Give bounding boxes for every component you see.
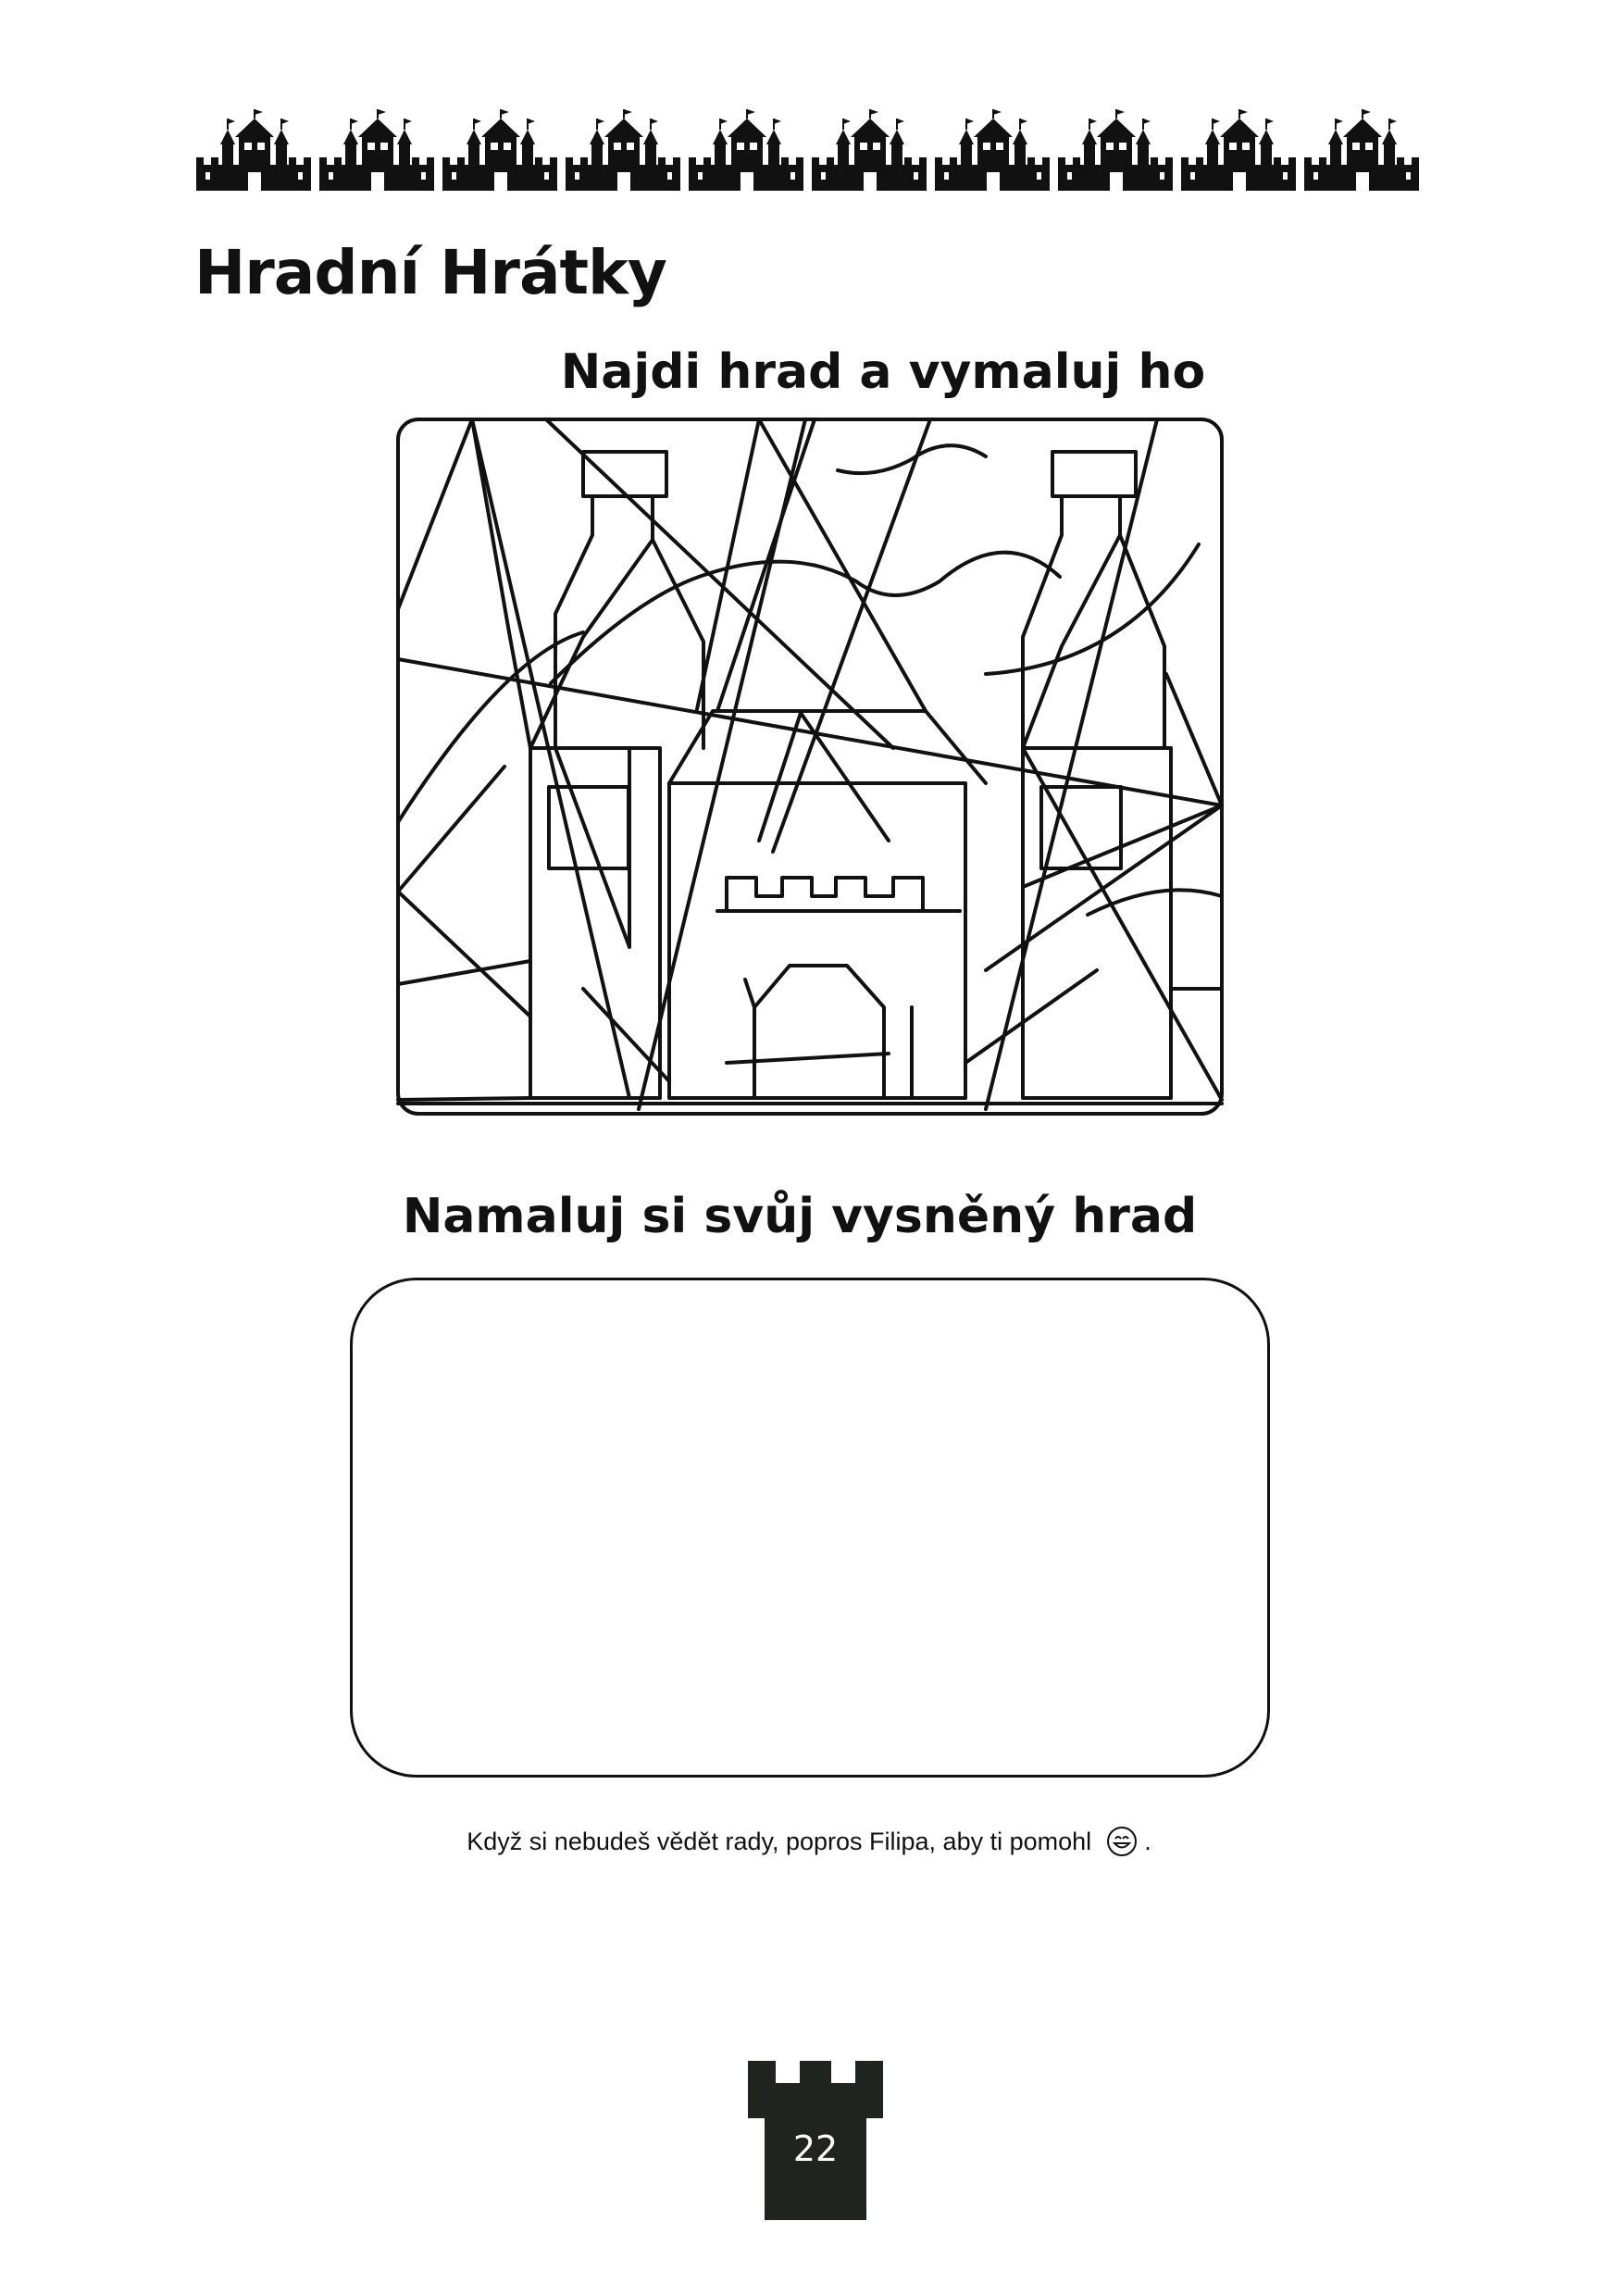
hidden-castle-puzzle [396,418,1224,1116]
smiley-icon [1106,1827,1137,1856]
drawing-area[interactable] [350,1278,1270,1778]
page-title: Hradní Hrátky [194,237,667,308]
castle-keep [667,709,988,1100]
page-number-badge: 22 [748,2061,883,2220]
section-heading-dream-castle: Namaluj si svůj vysněný hrad [402,1189,1198,1244]
hint-line: Když si nebudeš vědět rady, popros Filip… [0,1826,1618,1857]
puzzle-frame [396,418,1224,1116]
section-heading-find-castle: Najdi hrad a vymaluj ho [560,344,1206,400]
hint-end: . [1144,1828,1151,1855]
tower-icon [748,2061,883,2220]
castle-border-icon [195,109,1420,192]
castle-right-tower [1021,450,1173,1100]
page-number: 22 [792,2128,839,2169]
hint-text: Když si nebudeš vědět rady, popros Filip… [467,1828,1092,1855]
camouflage-lines [396,418,1224,1111]
